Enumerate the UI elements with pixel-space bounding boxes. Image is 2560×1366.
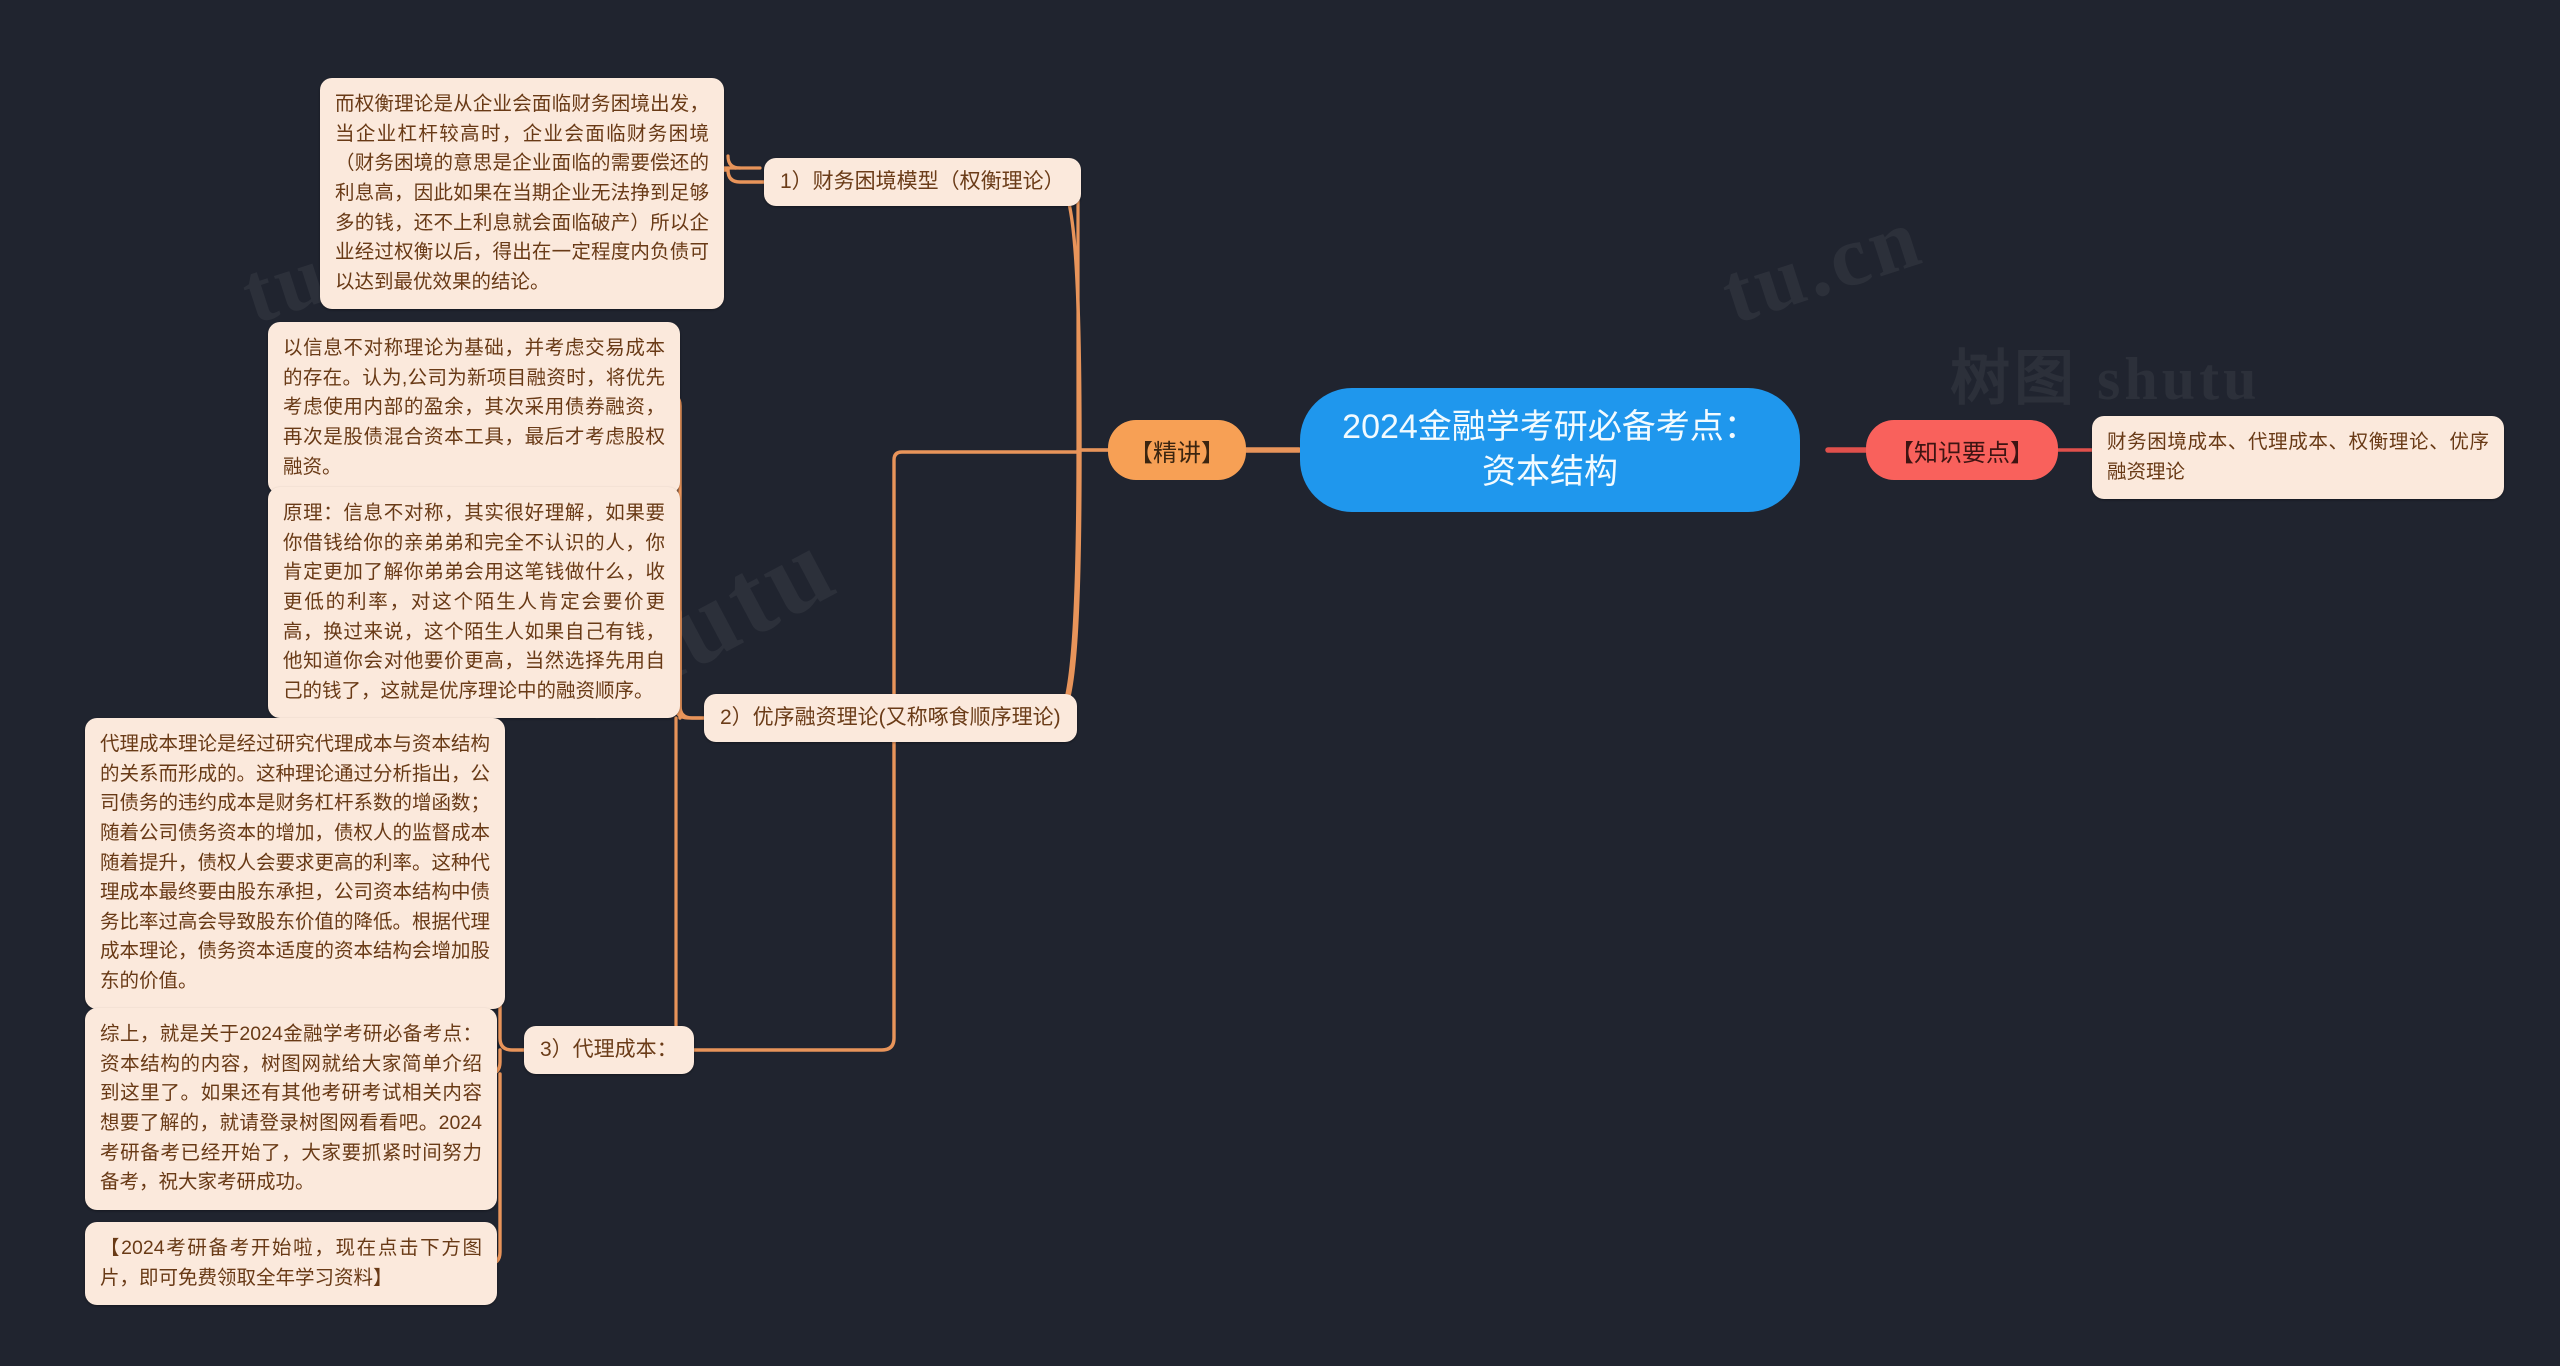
leaf-knowledge-points[interactable]: 财务困境成本、代理成本、权衡理论、优序融资理论 <box>2092 416 2504 500</box>
leaf-agency-cost-theory[interactable]: 代理成本理论是经过研究代理成本与资本结构的关系而形成的。这种理论通过分析指出，公… <box>85 718 505 1009</box>
root-title: 2024金融学考研必备考点：资本结构 <box>1342 408 1758 491</box>
leaf-promo-text: 【2024考研备考开始啦，现在点击下方图片，即可免费领取全年学习资料】 <box>100 1237 482 1289</box>
leaf-tradeoff-theory[interactable]: 而权衡理论是从企业会面临财务困境出发，当企业杠杆较高时，企业会面临财务困境（财务… <box>320 78 724 310</box>
branch-node-zhishiyaodian[interactable]: 【知识要点】 <box>1866 420 2058 480</box>
leaf-pecking-order-principle[interactable]: 原理：信息不对称，其实很好理解，如果要你借钱给你的亲弟弟和完全不认识的人，你肯定… <box>268 487 680 719</box>
leaf-knowledge-points-text: 财务困境成本、代理成本、权衡理论、优序融资理论 <box>2107 431 2489 483</box>
subbranch-chip-2-label: 2）优序融资理论(又称啄食顺序理论) <box>720 706 1061 730</box>
subbranch-chip-3-label: 3）代理成本： <box>540 1038 678 1062</box>
branch-node-jiangjiang[interactable]: 【精讲】 <box>1108 420 1246 480</box>
leaf-promo[interactable]: 【2024考研备考开始啦，现在点击下方图片，即可免费领取全年学习资料】 <box>85 1222 497 1306</box>
subbranch-chip-1[interactable]: 1）财务困境模型（权衡理论） <box>764 158 1081 206</box>
subbranch-chip-1-label: 1）财务困境模型（权衡理论） <box>780 170 1065 194</box>
leaf-pecking-order-basis-text: 以信息不对称理论为基础，并考虑交易成本的存在。认为,公司为新项目融资时，将优先考… <box>283 337 665 478</box>
leaf-agency-cost-theory-text: 代理成本理论是经过研究代理成本与资本结构的关系而形成的。这种理论通过分析指出，公… <box>100 733 491 992</box>
root-node[interactable]: 2024金融学考研必备考点：资本结构 <box>1300 388 1800 512</box>
leaf-tradeoff-theory-text: 而权衡理论是从企业会面临财务困境出发，当企业杠杆较高时，企业会面临财务困境（财务… <box>335 93 709 293</box>
branch-label-jiangjiang: 【精讲】 <box>1129 439 1225 467</box>
leaf-pecking-order-principle-text: 原理：信息不对称，其实很好理解，如果要你借钱给你的亲弟弟和完全不认识的人，你肯定… <box>283 502 665 702</box>
branch-label-zhishiyaodian: 【知识要点】 <box>1890 439 2034 467</box>
leaf-summary-text: 综上，就是关于2024金融学考研必备考点：资本结构的内容，树图网就给大家简单介绍… <box>100 1023 482 1194</box>
leaf-summary[interactable]: 综上，就是关于2024金融学考研必备考点：资本结构的内容，树图网就给大家简单介绍… <box>85 1008 497 1210</box>
watermark-2: tu.cn <box>1710 187 1934 343</box>
subbranch-chip-2[interactable]: 2）优序融资理论(又称啄食顺序理论) <box>704 694 1077 742</box>
watermark-3: 树图 shutu <box>1950 346 2261 412</box>
leaf-pecking-order-basis[interactable]: 以信息不对称理论为基础，并考虑交易成本的存在。认为,公司为新项目融资时，将优先考… <box>268 322 680 495</box>
subbranch-chip-3[interactable]: 3）代理成本： <box>524 1026 694 1074</box>
